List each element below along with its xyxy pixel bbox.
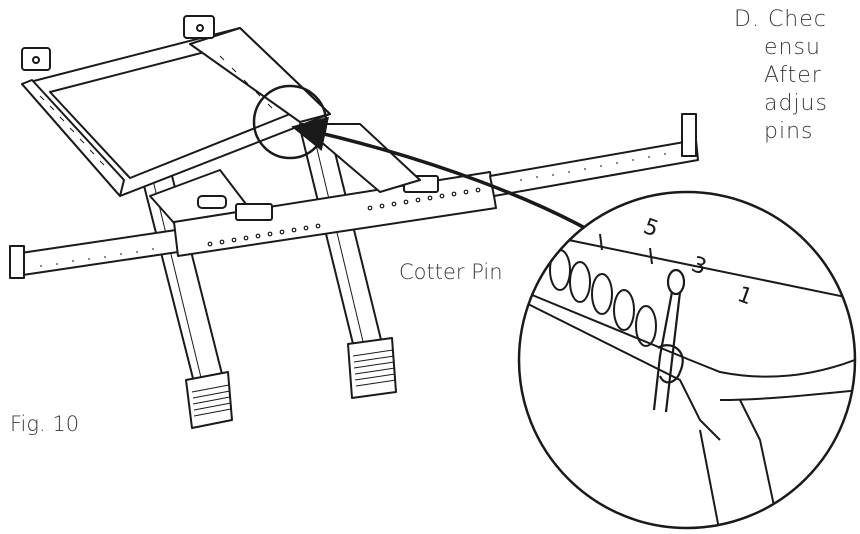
cotter-pin-detail (652, 268, 686, 413)
instruction-text: D. Chec ensu After adjus pins (734, 6, 828, 146)
figure-label: Fig. 10 (10, 412, 80, 436)
bar-hole (613, 289, 635, 331)
instruction-line: pins (764, 119, 814, 144)
cotter-pin-label: Cotter Pin (399, 260, 503, 284)
top-platform (21, 15, 331, 233)
instruction-line: After (764, 63, 822, 88)
bar-hole (591, 273, 613, 315)
bar-hole (569, 261, 591, 303)
instruction-line: adjus (764, 91, 828, 116)
step-letter: D. (734, 7, 760, 32)
zoom-detail: 5 3 1 (517, 190, 857, 530)
instruction-line: ensu (764, 35, 821, 60)
bar-hole (635, 305, 657, 347)
instruction-line: Chec (767, 7, 827, 32)
